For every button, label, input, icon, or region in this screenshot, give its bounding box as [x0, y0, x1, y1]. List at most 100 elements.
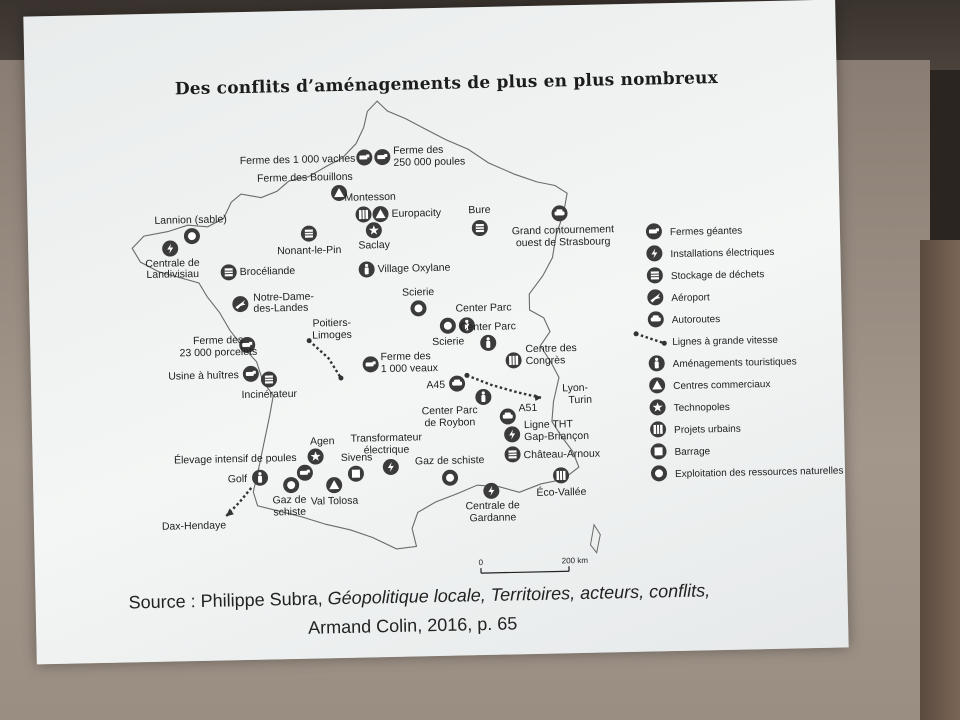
site-label: Incinérateur — [241, 388, 297, 401]
legend-label: Fermes géantes — [670, 226, 742, 239]
site-label: Bure — [468, 204, 491, 216]
ring-icon — [441, 469, 459, 486]
legend-label: Exploitation des ressources naturelles — [675, 465, 844, 480]
scale-end: 200 km — [562, 556, 589, 566]
triangle-icon — [326, 477, 343, 494]
site-label: Centre des — [525, 342, 577, 355]
site-label: Gaz de schiste — [415, 454, 485, 467]
scale-start: 0 — [479, 558, 484, 567]
site-label: Saclay — [358, 239, 391, 252]
site-label: A45 — [426, 379, 445, 391]
site-label: Village Oxylane — [378, 262, 451, 276]
car-icon — [448, 375, 466, 392]
site-label: Nonant-le-Pin — [277, 244, 342, 257]
urban-project-icon — [504, 351, 523, 370]
site-label: des-Landes — [253, 302, 308, 315]
ring-icon — [410, 300, 427, 317]
site-label: Ferme des — [193, 334, 243, 347]
site-label: Center Parc — [422, 404, 478, 417]
france-outline — [131, 100, 580, 550]
rail-line-lyon-turin — [466, 374, 542, 399]
car-icon — [647, 311, 664, 328]
lightning-icon — [503, 426, 521, 443]
tourist-person-icon — [358, 261, 375, 278]
site-label: Gardanne — [469, 511, 516, 524]
site-label: Ligne THT — [524, 418, 574, 431]
site-label: Turin — [568, 394, 592, 406]
legend-label: Autoroutes — [672, 314, 721, 326]
legend-label: Lignes à grande vitesse — [672, 335, 778, 348]
tourist-person-icon — [480, 334, 497, 352]
lightning-icon — [646, 245, 663, 262]
site-label: Centrale de — [145, 257, 200, 270]
urban-project-icon — [649, 420, 667, 439]
waste-storage-icon — [471, 219, 489, 237]
legend-label: Stockage de déchets — [671, 269, 765, 282]
car-icon — [551, 205, 568, 222]
lightning-icon — [483, 482, 500, 500]
slide: Des conflits d’aménagements de plus en p… — [23, 0, 848, 664]
site-label: Brocéliande — [240, 265, 296, 278]
triangle-icon — [372, 205, 389, 223]
france-map: Ferme des 1 000 vaches Ferme des 250 000… — [131, 100, 844, 574]
site-label: Center Parc — [455, 301, 511, 314]
airplane-icon — [647, 289, 664, 306]
site-label: Scierie — [432, 335, 464, 348]
coast-island — [589, 523, 601, 554]
site-label: Ferme des — [380, 350, 430, 363]
site-label: Ferme des 1 000 vaches — [240, 153, 356, 167]
site-label: Lannion (sable) — [154, 213, 227, 227]
tourist-person-icon — [251, 469, 269, 486]
site-label: Scierie — [402, 286, 434, 299]
legend-label: Aéroport — [671, 292, 710, 304]
ring-icon — [439, 317, 457, 334]
waste-storage-icon — [300, 224, 318, 243]
site-label: Sivens — [341, 451, 373, 464]
site-label: Ferme des Bouillons — [257, 171, 353, 185]
farm-icon — [374, 148, 391, 166]
lightning-icon — [382, 458, 399, 476]
rail-line-icon — [633, 331, 667, 346]
dam-icon — [347, 465, 365, 482]
site-label: Usine à huîtres — [168, 369, 239, 382]
lightning-icon — [162, 240, 179, 257]
site-label: schiste — [273, 506, 306, 519]
legend-label: Projets urbains — [674, 424, 741, 436]
farm-icon — [356, 149, 373, 166]
scale-bar: 0 200 km — [479, 556, 589, 574]
star-icon — [649, 399, 666, 416]
ring-icon — [283, 476, 300, 494]
site-label: électrique — [364, 444, 410, 457]
site-label: Château-Arnoux — [523, 448, 600, 462]
site-label: de Roybon — [424, 416, 475, 429]
projection-screen: Des conflits d’aménagements de plus en p… — [23, 0, 849, 665]
airplane-icon — [232, 295, 249, 313]
site-label: Ferme des — [393, 144, 443, 157]
star-icon — [365, 222, 383, 239]
site-label: A51 — [518, 402, 537, 414]
dam-icon — [650, 443, 667, 460]
legend-label: Aménagements touristiques — [673, 356, 797, 370]
site-label: Agen — [310, 435, 335, 448]
site-label: Grand contournement — [512, 223, 614, 237]
waste-storage-icon — [646, 266, 664, 285]
site-label: Golf — [228, 473, 248, 485]
source-prefix: Source : Philippe Subra, — [128, 588, 328, 613]
waste-storage-icon — [220, 263, 238, 281]
room-side-panel — [920, 240, 960, 720]
legend-label: Centres commerciaux — [673, 379, 770, 392]
ring-icon — [183, 227, 201, 245]
site-label: Dax-Hendaye — [162, 519, 227, 532]
site-label: Notre-Dame- — [253, 291, 314, 304]
triangle-icon — [649, 377, 666, 394]
farm-icon — [242, 365, 260, 383]
star-icon — [307, 448, 324, 465]
map-labels: Ferme des 1 000 vaches Ferme des 250 000… — [145, 144, 614, 533]
site-label: Lyon- — [562, 382, 589, 395]
site-label: Landivisiau — [146, 268, 199, 281]
site-label: Europacity — [391, 207, 442, 220]
site-label: Center Parc — [460, 320, 516, 333]
site-label: Élevage intensif de poules — [174, 451, 297, 467]
site-label: Congrès — [526, 354, 566, 367]
waste-storage-icon — [260, 370, 278, 389]
